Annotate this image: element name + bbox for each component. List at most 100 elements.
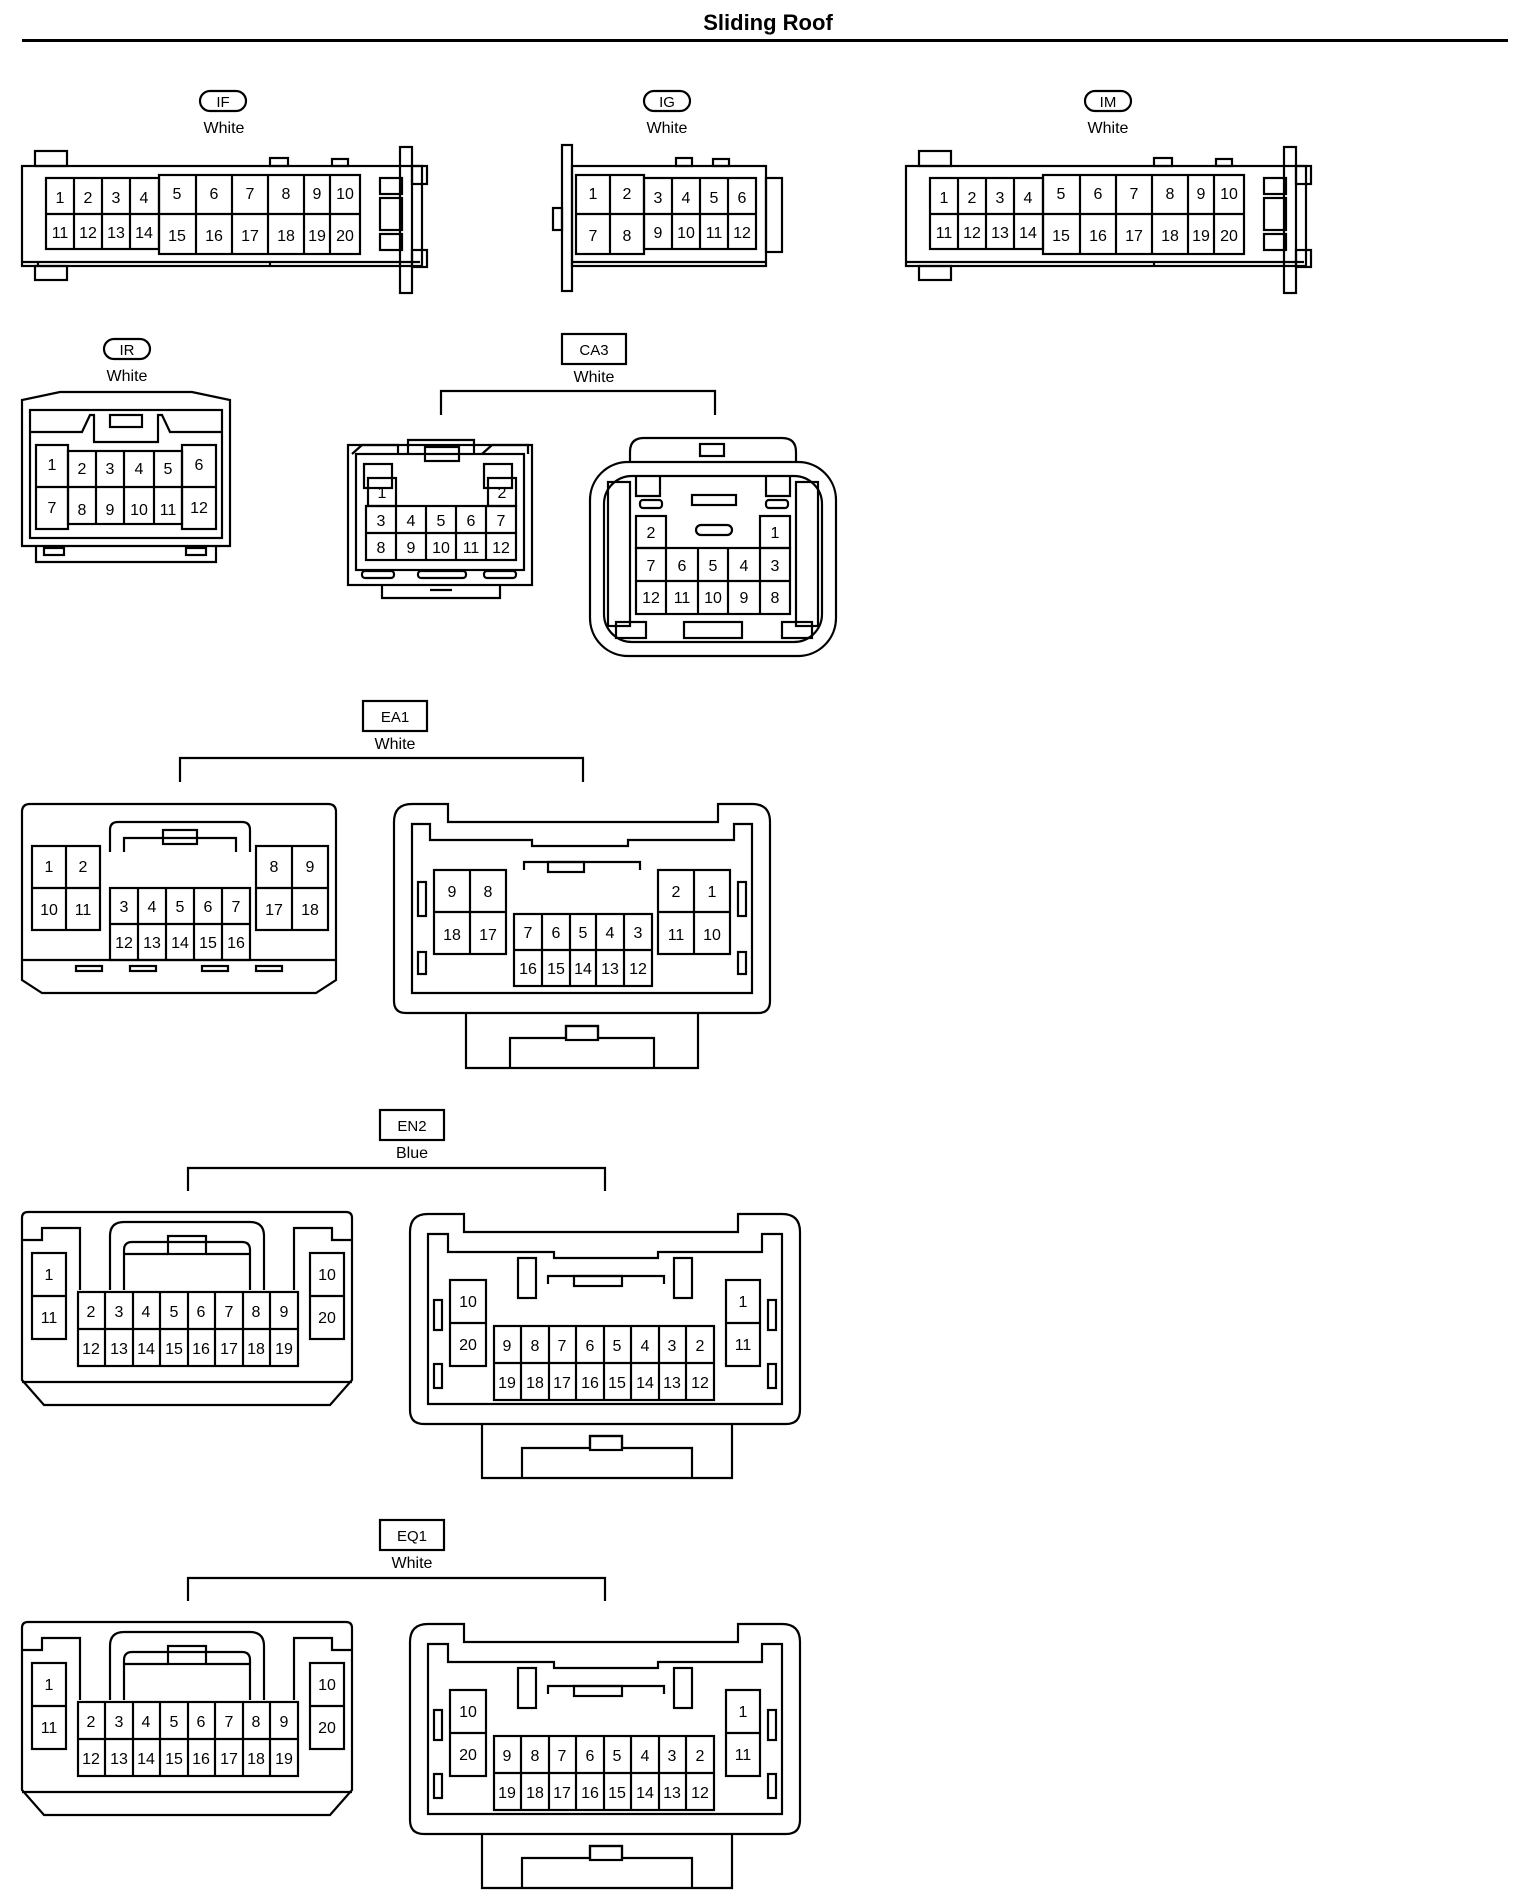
connector-if-color: White bbox=[204, 120, 245, 137]
pin: 7 bbox=[524, 925, 533, 942]
pin: 8 bbox=[252, 1714, 261, 1731]
pin: 13 bbox=[991, 225, 1009, 242]
pin: 13 bbox=[110, 1341, 128, 1358]
connector-eq1: EQ1 White 1 10 11 20 2 bbox=[20, 1518, 802, 1890]
pin: 11 bbox=[463, 540, 480, 557]
pin: 18 bbox=[277, 228, 295, 245]
pin: 9 bbox=[448, 884, 457, 901]
connector-ea1: EA1 White 1 2 8 9 bbox=[20, 699, 772, 1070]
pin: 15 bbox=[165, 1751, 183, 1768]
pin: 3 bbox=[668, 1748, 677, 1765]
connector-im-housing bbox=[904, 145, 1313, 295]
pin: 7 bbox=[589, 228, 598, 245]
pin: 13 bbox=[663, 1785, 681, 1802]
connector-ea1-view-b-housing bbox=[392, 802, 772, 1070]
pin: 15 bbox=[168, 228, 186, 245]
pin: 6 bbox=[552, 925, 561, 942]
pin: 9 bbox=[654, 225, 663, 242]
pin: 6 bbox=[586, 1338, 595, 1355]
pin: 3 bbox=[771, 558, 780, 575]
pin: 10 bbox=[318, 1267, 336, 1284]
page-title: Sliding Roof bbox=[703, 10, 833, 35]
pin: 14 bbox=[636, 1375, 654, 1392]
pin: 18 bbox=[247, 1341, 265, 1358]
connector-ca3-view-b-pins: 2 1 7 6 5 4 3 12 11 10 9 8 bbox=[634, 514, 792, 616]
pin: 2 bbox=[84, 190, 93, 207]
pin: 18 bbox=[1161, 228, 1179, 245]
pin: 1 bbox=[48, 457, 57, 474]
pin: 7 bbox=[246, 186, 255, 203]
pin: 15 bbox=[547, 961, 565, 978]
pin: 6 bbox=[678, 558, 687, 575]
pin: 2 bbox=[696, 1338, 705, 1355]
pin: 14 bbox=[574, 961, 592, 978]
pin: 14 bbox=[636, 1785, 654, 1802]
connector-ir-color: White bbox=[107, 368, 148, 385]
pin: 5 bbox=[709, 558, 718, 575]
pin: 11 bbox=[735, 1747, 752, 1764]
pin: 14 bbox=[135, 225, 153, 242]
connector-ig-pins: 1 2 3 4 5 6 7 8 9 10 11 12 bbox=[574, 173, 758, 256]
title-rule bbox=[22, 39, 1508, 42]
pin: 10 bbox=[432, 540, 450, 557]
pin: 4 bbox=[142, 1714, 151, 1731]
pin: 17 bbox=[241, 228, 259, 245]
connector-ca3-bracket bbox=[439, 389, 717, 415]
pin: 16 bbox=[205, 228, 223, 245]
connector-im-color: White bbox=[1088, 120, 1129, 137]
pin: 17 bbox=[553, 1785, 571, 1802]
pin: 18 bbox=[443, 927, 461, 944]
pin: 17 bbox=[220, 1751, 238, 1768]
pin: 6 bbox=[195, 457, 204, 474]
connector-en2-view-b-housing bbox=[408, 1212, 802, 1480]
pin: 12 bbox=[642, 590, 660, 607]
pin: 13 bbox=[107, 225, 125, 242]
pin: 1 bbox=[739, 1704, 748, 1721]
pin: 5 bbox=[173, 186, 182, 203]
pin: 19 bbox=[1192, 228, 1210, 245]
pin: 8 bbox=[78, 502, 87, 519]
pin: 9 bbox=[740, 590, 749, 607]
pin: 8 bbox=[771, 590, 780, 607]
connector-im-pins: 1 2 3 4 5 6 7 8 9 10 11 12 13 14 15 16 1… bbox=[928, 173, 1246, 256]
pin: 6 bbox=[738, 190, 747, 207]
pin: 15 bbox=[608, 1375, 626, 1392]
pin: 16 bbox=[581, 1785, 599, 1802]
pin: 14 bbox=[137, 1751, 155, 1768]
pin: 11 bbox=[41, 1310, 58, 1327]
connector-ca3-id: CA3 bbox=[579, 342, 608, 359]
pin: 20 bbox=[318, 1310, 336, 1327]
pin: 15 bbox=[165, 1341, 183, 1358]
pin: 3 bbox=[668, 1338, 677, 1355]
pin: 3 bbox=[106, 461, 115, 478]
pin: 6 bbox=[210, 186, 219, 203]
pin: 4 bbox=[641, 1748, 650, 1765]
connector-if-housing bbox=[20, 145, 429, 295]
pin: 16 bbox=[192, 1751, 210, 1768]
pin: 9 bbox=[306, 859, 315, 876]
pin: 12 bbox=[190, 500, 208, 517]
pin: 11 bbox=[674, 590, 691, 607]
pin: 5 bbox=[164, 461, 173, 478]
connector-ir-id: IR bbox=[120, 342, 135, 359]
pin: 12 bbox=[691, 1375, 709, 1392]
pin: 3 bbox=[120, 899, 129, 916]
pin: 13 bbox=[110, 1751, 128, 1768]
pin: 17 bbox=[265, 902, 283, 919]
pin: 8 bbox=[270, 859, 279, 876]
pin: 20 bbox=[459, 1747, 477, 1764]
pin: 4 bbox=[641, 1338, 650, 1355]
pin: 8 bbox=[531, 1748, 540, 1765]
connector-if: IF White 1 2 bbox=[20, 89, 429, 295]
pin: 4 bbox=[148, 899, 157, 916]
pin: 13 bbox=[143, 935, 161, 952]
pin: 9 bbox=[313, 186, 322, 203]
pin: 3 bbox=[654, 190, 663, 207]
pin: 3 bbox=[996, 190, 1005, 207]
pin: 3 bbox=[634, 925, 643, 942]
pin: 2 bbox=[968, 190, 977, 207]
pin: 2 bbox=[79, 859, 88, 876]
pin: 5 bbox=[579, 925, 588, 942]
connector-ca3-view-b-housing bbox=[588, 436, 838, 658]
connector-ir-housing bbox=[20, 390, 232, 564]
